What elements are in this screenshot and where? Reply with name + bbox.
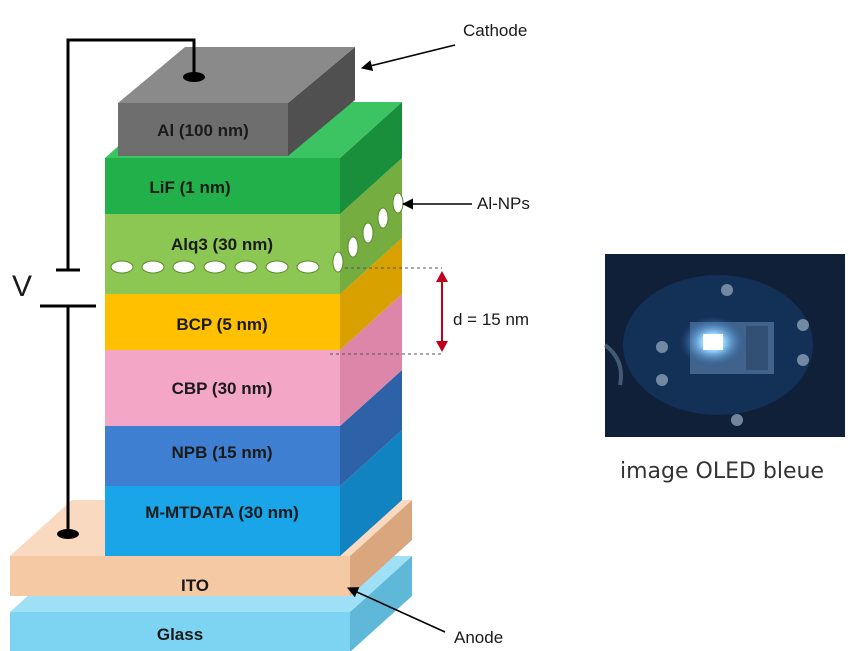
layer-cbp: CBP (30 nm) — [105, 294, 402, 426]
layer-label-cbp: CBP (30 nm) — [172, 379, 273, 398]
cathode-contact — [183, 72, 205, 82]
distance-label: d = 15 nm — [453, 310, 529, 329]
layer-label-npb: NPB (15 nm) — [171, 443, 272, 462]
al-nanoparticles — [110, 192, 404, 274]
layer-label-bcp: BCP (5 nm) — [176, 315, 267, 334]
layer-label-mmtdata: M-MTDATA (30 nm) — [145, 503, 299, 522]
nanoparticle — [362, 222, 374, 244]
nanoparticle — [347, 236, 359, 258]
photo-caption: image OLED bleue — [620, 459, 824, 484]
layer-al: Al (100 nm) — [118, 47, 355, 156]
nanoparticle — [296, 260, 320, 274]
cathode-arrow — [360, 44, 456, 72]
voltage-label: V — [12, 270, 32, 303]
nanoparticle — [110, 260, 134, 274]
distance-arrow — [436, 271, 448, 352]
anode-contact — [57, 529, 79, 539]
nanoparticle — [377, 207, 389, 229]
layer-label-al: Al (100 nm) — [157, 121, 249, 140]
anode-arrow — [346, 587, 446, 633]
nanoparticle — [172, 260, 196, 274]
layer-label-lif: LiF (1 nm) — [149, 178, 230, 197]
al-nps-label: Al-NPs — [477, 194, 530, 213]
nanoparticle — [392, 192, 404, 214]
battery-symbol — [40, 268, 96, 308]
layer-bcp: BCP (5 nm) — [105, 238, 402, 350]
layer-label-alq3: Alq3 (30 nm) — [171, 235, 273, 254]
cathode-label: Cathode — [463, 21, 527, 40]
anode-label: Anode — [454, 628, 503, 647]
layer-npb: NPB (15 nm) — [105, 370, 402, 486]
circuit-wire — [66, 38, 196, 532]
layer-mmtdata: M-MTDATA (30 nm) — [105, 430, 402, 556]
annotation-arrows — [346, 44, 472, 633]
distance-guides — [330, 267, 442, 355]
nanoparticle — [265, 260, 289, 274]
layer-label-ito: ITO — [181, 576, 209, 595]
oled-photo — [603, 254, 845, 437]
layer-label-glass: Glass — [157, 625, 203, 644]
nanoparticle — [234, 260, 258, 274]
nanoparticle — [141, 260, 165, 274]
nanoparticle — [332, 251, 344, 273]
nanoparticle — [203, 260, 227, 274]
